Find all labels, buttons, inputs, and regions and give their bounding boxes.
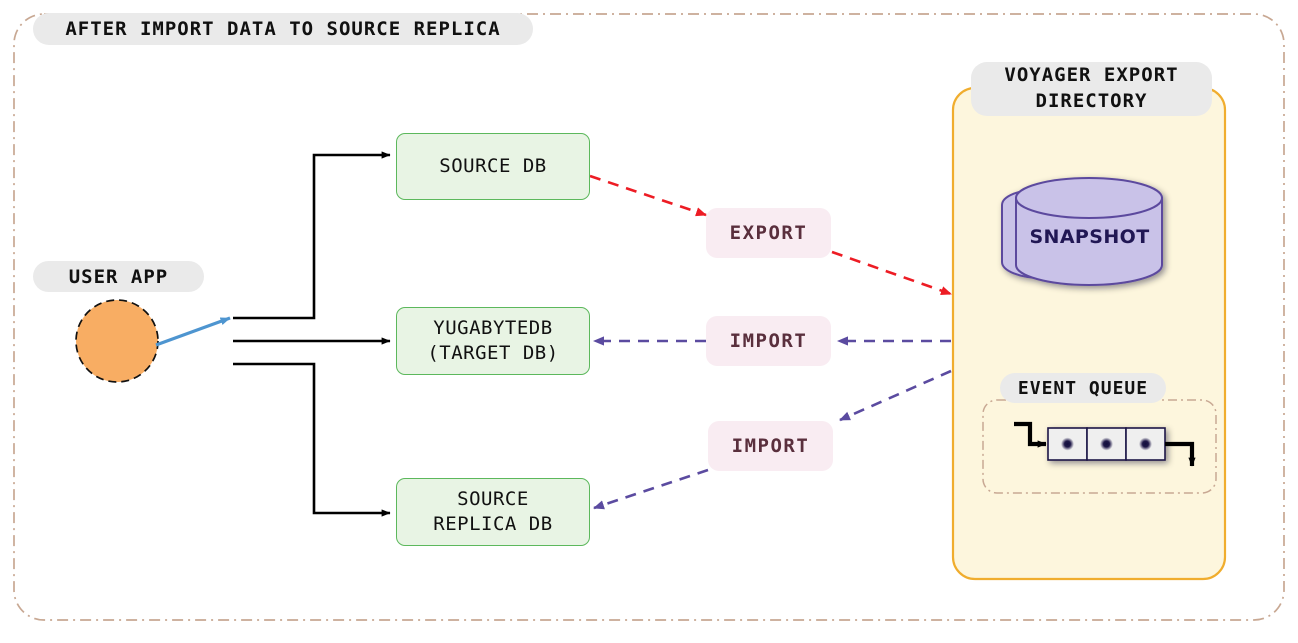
import-arrow-from-voyager-to-replica-chip [839, 369, 952, 422]
user-app-connector-arrow [155, 316, 231, 347]
bus-to-source-db [233, 151, 391, 320]
snapshot-label: SNAPSHOT [1029, 226, 1150, 248]
export-arrow-to-voyager [831, 250, 952, 296]
diagram-title-chip: AFTER IMPORT DATA TO SOURCE REPLICA [33, 13, 533, 45]
op-chip-import-target[interactable]: IMPORT [706, 316, 831, 366]
db-box-source-db[interactable]: SOURCE DB [396, 133, 590, 200]
event-queue-dot [1061, 437, 1074, 451]
snapshot-cylinder [1001, 177, 1163, 286]
export-arrow-from-source-db [589, 174, 707, 217]
user-app-circle [75, 299, 159, 383]
op-chip-import-replica[interactable]: IMPORT [708, 421, 833, 471]
event-queue-slots [1047, 427, 1166, 461]
event-queue-dot [1139, 437, 1152, 451]
event-queue-dot [1100, 437, 1113, 451]
event-queue-label-chip: EVENT QUEUE [1000, 373, 1166, 403]
event-queue-out-arrow [1165, 441, 1196, 467]
import-arrow-to-source-replica [593, 468, 709, 510]
db-box-source-replica-db[interactable]: SOURCE REPLICA DB [396, 478, 590, 546]
event-queue-in-arrow [1014, 421, 1047, 448]
voyager-export-directory-box [951, 86, 1227, 581]
op-chip-export[interactable]: EXPORT [706, 208, 831, 258]
voyager-export-directory-title-chip: VOYAGER EXPORT DIRECTORY [971, 62, 1212, 116]
outer-frame [13, 13, 1285, 621]
db-box-yugabytedb-target[interactable]: YUGABYTEDB (TARGET DB) [396, 307, 590, 375]
bus-to-source-replica [233, 362, 391, 517]
user-app-label-chip: USER APP [33, 261, 204, 292]
